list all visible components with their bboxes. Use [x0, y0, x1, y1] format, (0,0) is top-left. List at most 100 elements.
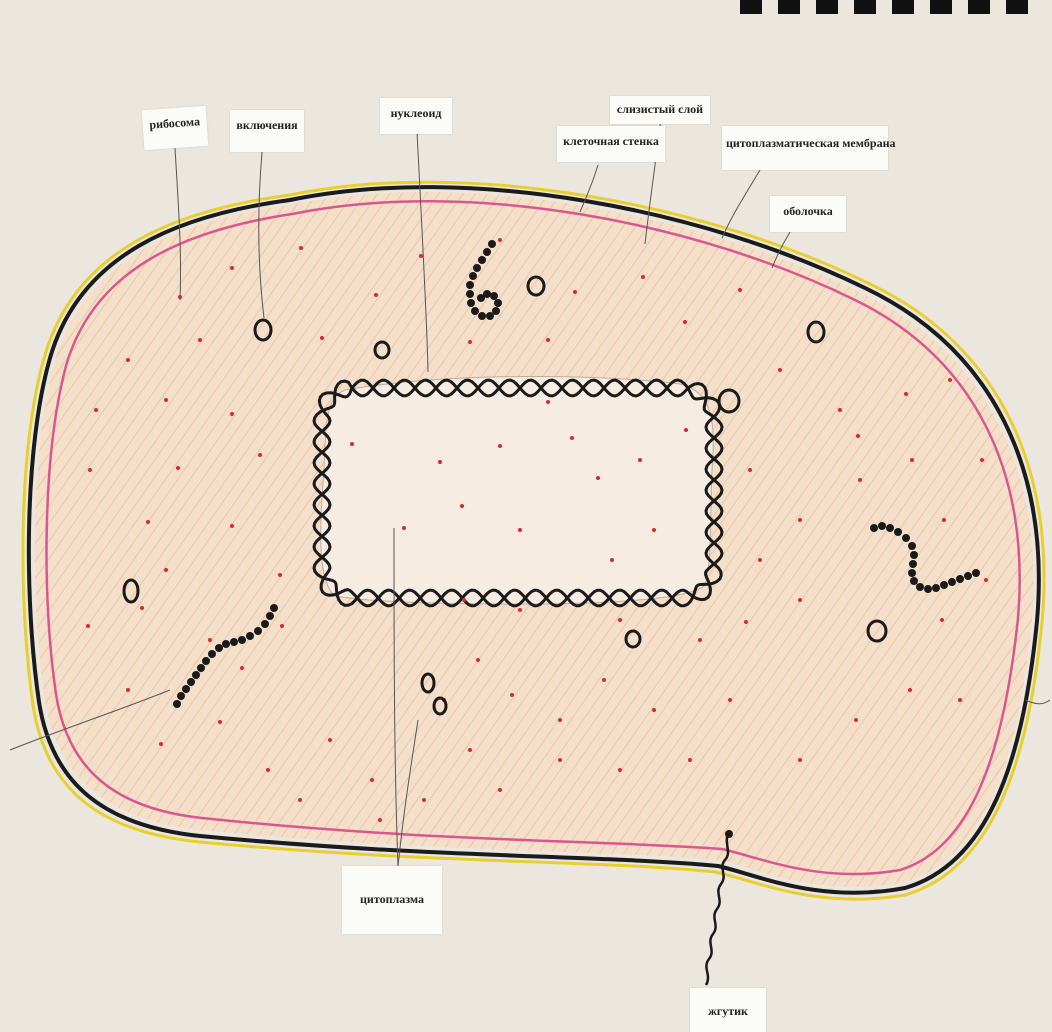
plasmid-bead-icon: [964, 572, 972, 580]
ribosome-dot: [299, 246, 303, 250]
plasmid-bead-icon: [902, 534, 910, 542]
ribosome-dot: [230, 266, 234, 270]
ribosome-dot: [980, 458, 984, 462]
plasmid-bead-icon: [492, 307, 500, 315]
ribosome-dot: [518, 608, 522, 612]
ribosome-dot: [858, 478, 862, 482]
ribosome-dot: [856, 434, 860, 438]
ribosome-dot: [652, 708, 656, 712]
plasmid-bead-icon: [910, 551, 918, 559]
ribosome-dot: [140, 606, 144, 610]
ribosome-dot: [370, 778, 374, 782]
plasmid-bead-icon: [471, 307, 479, 315]
ribosome-dot: [498, 238, 502, 242]
ribosome-dot: [230, 412, 234, 416]
ribosome-dot: [683, 320, 687, 324]
ribosome-dot: [460, 504, 464, 508]
label-mucous-layer: слизистый слой: [610, 96, 710, 124]
plasmid-bead-icon: [254, 627, 262, 635]
ribosome-dot: [942, 518, 946, 522]
ribosome-dot: [652, 528, 656, 532]
plasmid-bead-icon: [466, 281, 474, 289]
plasmid-bead-icon: [466, 290, 474, 298]
ribosome-dot: [198, 338, 202, 342]
plasmid-bead-icon: [878, 522, 886, 530]
ribosome-dot: [838, 408, 842, 412]
plasmid-bead-icon: [266, 612, 274, 620]
plasmid-bead-icon: [182, 685, 190, 693]
ribosome-dot: [320, 336, 324, 340]
plasmid-bead-icon: [490, 292, 498, 300]
ribosome-dot: [684, 428, 688, 432]
plasmid-bead-icon: [910, 577, 918, 585]
plasmid-bead-icon: [972, 569, 980, 577]
ribosome-dot: [350, 442, 354, 446]
ribosome-dot: [958, 698, 962, 702]
plasmid-bead-icon: [222, 640, 230, 648]
plasmid-bead-icon: [215, 644, 223, 652]
plasmid-bead-icon: [202, 657, 210, 665]
label-ribosome: рибосома: [142, 106, 209, 150]
ribosome-dot: [546, 400, 550, 404]
ribosome-dot: [176, 466, 180, 470]
ribosome-dot: [468, 340, 472, 344]
plasmid-bead-icon: [192, 671, 200, 679]
label-cytoplasm: цитоплазма: [342, 866, 442, 934]
plasmid-bead-icon: [173, 700, 181, 708]
ribosome-dot: [778, 368, 782, 372]
ribosome-dot: [518, 528, 522, 532]
ribosome-dot: [498, 444, 502, 448]
plasmid-bead-icon: [187, 678, 195, 686]
plasmid-bead-icon: [494, 299, 502, 307]
plasmid-bead-icon: [469, 272, 477, 280]
ribosome-dot: [126, 688, 130, 692]
ribosome-dot: [88, 468, 92, 472]
ribosome-dot: [908, 688, 912, 692]
ribosome-dot: [728, 698, 732, 702]
ribosome-dot: [126, 358, 130, 362]
plasmid-bead-icon: [261, 620, 269, 628]
plasmid-bead-icon: [908, 569, 916, 577]
ribosome-dot: [798, 598, 802, 602]
ribosome-dot: [748, 468, 752, 472]
plasmid-bead-icon: [270, 604, 278, 612]
ribosome-dot: [558, 718, 562, 722]
ribosome-dot: [258, 453, 262, 457]
plasmid-bead-icon: [467, 299, 475, 307]
ribosome-dot: [266, 768, 270, 772]
ribosome-dot: [798, 758, 802, 762]
ribosome-dot: [146, 520, 150, 524]
ribosome-dot: [558, 758, 562, 762]
ribosome-dot: [910, 458, 914, 462]
plasmid-bead-icon: [197, 664, 205, 672]
ribosome-dot: [402, 526, 406, 530]
plasmid-bead-icon: [916, 583, 924, 591]
plasmid-bead-icon: [870, 524, 878, 532]
ribosome-dot: [510, 693, 514, 697]
ribosome-dot: [738, 288, 742, 292]
ribosome-dot: [328, 738, 332, 742]
ribosome-dot: [164, 568, 168, 572]
ribosome-dot: [904, 392, 908, 396]
plasmid-bead-icon: [894, 528, 902, 536]
label-envelope: оболочка: [770, 196, 846, 232]
ribosome-dot: [638, 458, 642, 462]
ribosome-dot: [164, 398, 168, 402]
ribosome-dot: [438, 460, 442, 464]
label-nucleoid: нуклеоид: [380, 98, 452, 134]
plasmid-bead-icon: [886, 524, 894, 532]
label-inclusions: включения: [230, 110, 304, 152]
ribosome-dot: [159, 742, 163, 746]
plasmid-bead-icon: [483, 248, 491, 256]
ribosome-dot: [688, 758, 692, 762]
plasmid-bead-icon: [478, 312, 486, 320]
ribosome-dot: [498, 788, 502, 792]
ribosome-dot: [230, 524, 234, 528]
ribosome-dot: [602, 678, 606, 682]
ribosome-dot: [280, 624, 284, 628]
ribosome-dot: [618, 768, 622, 772]
plasmid-bead-icon: [477, 294, 485, 302]
ribosome-dot: [218, 720, 222, 724]
plasmid-bead-icon: [924, 585, 932, 593]
